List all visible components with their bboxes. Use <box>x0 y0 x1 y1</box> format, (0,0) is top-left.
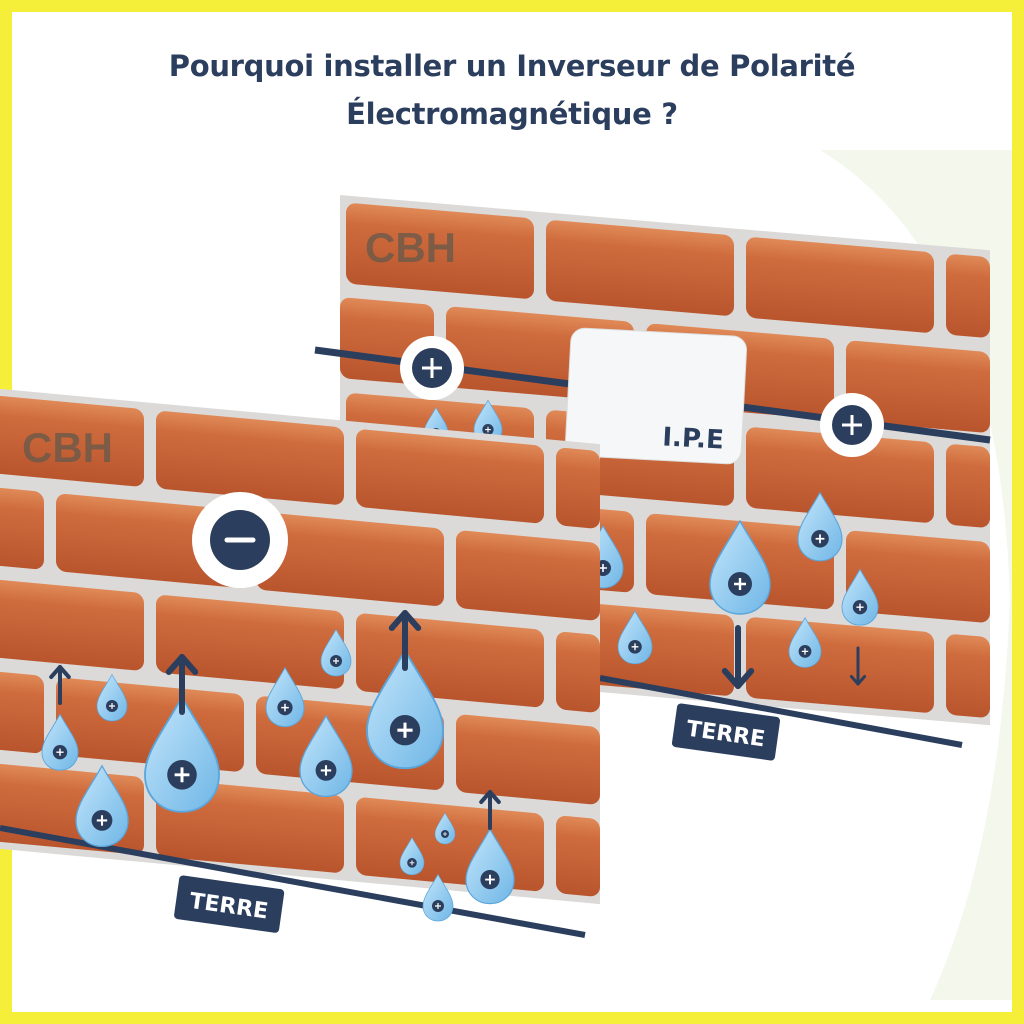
water-drop-plus-icon <box>265 666 305 728</box>
brick <box>0 395 144 487</box>
back-ground-line <box>599 675 963 748</box>
water-drop-plus-icon <box>366 648 444 770</box>
ground-label-back: TERRE <box>671 703 781 761</box>
brick <box>946 254 990 338</box>
logo-front: CBH <box>22 424 113 471</box>
title-line-1: Pourquoi installer un Inverseur de Polar… <box>168 49 856 83</box>
water-drop-plus-icon <box>797 491 843 562</box>
ipe-device: I.P.E <box>564 327 748 465</box>
plus-circle-icon <box>400 336 464 400</box>
brick <box>0 487 44 570</box>
brick <box>56 493 244 588</box>
brick <box>156 595 344 689</box>
title-line-2: Électromagnétique ? <box>346 97 678 131</box>
brick <box>356 429 544 524</box>
brick <box>846 530 990 623</box>
arrow-down-icon <box>721 625 755 689</box>
water-drop-plus-icon <box>617 610 653 665</box>
water-drop-plus-icon <box>75 764 129 848</box>
brick <box>746 617 934 713</box>
page-title: Pourquoi installer un Inverseur de Polar… <box>0 42 1024 138</box>
brick <box>346 203 534 299</box>
brick <box>746 427 934 523</box>
water-drop-plus-icon <box>465 827 515 905</box>
brick <box>0 671 44 754</box>
water-drop-plus-icon <box>788 616 822 668</box>
brick <box>456 530 600 621</box>
brick <box>946 444 990 528</box>
background-swoosh <box>820 150 1012 1000</box>
water-drop-plus-icon <box>434 812 456 845</box>
brick <box>256 512 444 606</box>
arrow-up-icon <box>388 610 422 671</box>
water-drop-plus-icon <box>422 873 454 922</box>
brick <box>556 447 600 529</box>
brick <box>0 579 144 671</box>
arrow-down-icon <box>849 646 867 686</box>
brick <box>846 340 990 433</box>
brick <box>946 634 990 718</box>
plus-circle-icon <box>820 393 884 457</box>
arrow-up-icon <box>165 654 199 715</box>
water-drop-plus-icon <box>399 836 425 876</box>
brick <box>456 714 600 805</box>
water-drop-plus-icon <box>841 568 879 626</box>
front-wall-drops <box>41 610 515 922</box>
water-drop-plus-icon <box>144 695 220 813</box>
water-drop-plus-icon <box>96 673 128 722</box>
brick <box>556 815 600 897</box>
brick <box>746 237 934 333</box>
water-drop-plus-icon <box>299 714 353 798</box>
arrow-up-icon <box>479 790 501 830</box>
water-drop-plus-icon <box>709 519 771 615</box>
brick <box>156 411 344 505</box>
ground-label-front: TERRE <box>174 875 285 933</box>
brick <box>556 631 600 713</box>
water-drop-plus-icon <box>320 628 352 677</box>
minus-circle-icon <box>192 492 288 588</box>
logo-back: CBH <box>365 224 456 271</box>
ipe-label: I.P.E <box>662 422 725 455</box>
arrow-up-icon <box>49 665 71 705</box>
water-drop-plus-icon <box>41 713 79 771</box>
back-wall-drops <box>423 399 879 689</box>
brick <box>546 220 734 316</box>
